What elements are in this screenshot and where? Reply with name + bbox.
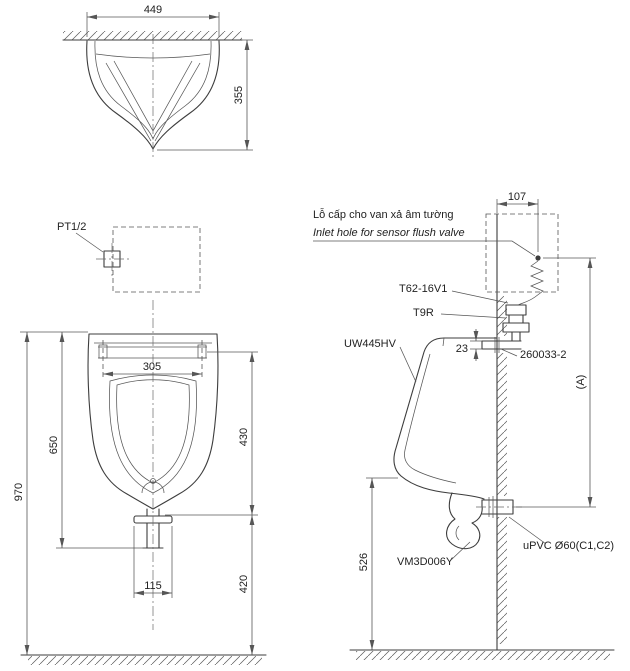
dimension-115: 115 bbox=[133, 526, 173, 598]
pt12-leader bbox=[75, 232, 104, 253]
dim-355-text: 355 bbox=[233, 86, 245, 104]
dimension-970: 970 bbox=[13, 331, 88, 655]
dim-420-text: 420 bbox=[238, 575, 250, 593]
side-view: Lỗ cấp cho van xả âm tường Inlet hole fo… bbox=[313, 191, 615, 660]
outlet-pipe bbox=[476, 496, 522, 518]
dim-115-text: 115 bbox=[144, 580, 162, 592]
dim-650-text: 650 bbox=[48, 436, 60, 454]
water-inlet-fitting bbox=[96, 243, 130, 277]
note-vietnamese: Lỗ cấp cho van xả âm tường bbox=[313, 208, 454, 221]
inlet-hole-dot bbox=[535, 255, 541, 261]
concealed-zone-box bbox=[112, 226, 201, 293]
dim-23-text: 23 bbox=[456, 343, 468, 355]
label-260033-2: 260033-2 bbox=[520, 349, 567, 361]
t62-leader bbox=[451, 290, 509, 304]
note-leader bbox=[313, 240, 536, 257]
dimension-430: 430 bbox=[165, 351, 258, 516]
floor-hatch bbox=[28, 656, 262, 665]
label-uw445hv: UW445HV bbox=[344, 338, 397, 350]
top-view: 449 355 bbox=[62, 4, 253, 158]
label-upvc: uPVC Ø60(C1,C2) bbox=[523, 540, 614, 552]
t9r-leader bbox=[440, 313, 507, 319]
dimension-A: (A) bbox=[516, 257, 596, 508]
fitting-leader bbox=[500, 348, 518, 357]
dim-A-text: (A) bbox=[575, 375, 587, 390]
dimension-23: 23 bbox=[456, 329, 482, 361]
dim-430-text: 430 bbox=[238, 428, 250, 446]
flush-valve-assembly bbox=[481, 260, 544, 353]
dimension-305: 305 bbox=[102, 340, 203, 378]
note-english: Inlet hole for sensor flush valve bbox=[313, 227, 465, 239]
dim-449-text: 449 bbox=[144, 4, 162, 16]
upvc-leader bbox=[508, 516, 547, 545]
dim-305-text: 305 bbox=[143, 361, 161, 373]
dimension-355: 355 bbox=[157, 39, 253, 151]
dimension-107: 107 bbox=[496, 191, 539, 252]
floor-hatch bbox=[356, 651, 610, 660]
dimension-526: 526 bbox=[358, 477, 398, 650]
dim-526-text: 526 bbox=[358, 553, 370, 571]
label-t9r: T9R bbox=[413, 307, 434, 319]
label-pt12: PT1/2 bbox=[57, 221, 86, 233]
inlet-zone-box bbox=[485, 213, 559, 293]
label-vm3d006y: VM3D006Y bbox=[397, 556, 454, 568]
front-view: PT1/2 305 bbox=[13, 221, 267, 665]
wall-hatch bbox=[63, 31, 242, 40]
urinal-side-outline bbox=[393, 337, 498, 500]
dim-107-text: 107 bbox=[508, 191, 526, 203]
supply-coil bbox=[530, 260, 544, 298]
model-leader bbox=[399, 346, 417, 383]
dimension-650: 650 bbox=[48, 332, 146, 549]
trap-leader bbox=[450, 541, 471, 561]
dimension-449: 449 bbox=[86, 4, 220, 37]
label-t62-16v1: T62-16V1 bbox=[399, 283, 447, 295]
dimension-420: 420 bbox=[238, 515, 255, 655]
wall-hatch bbox=[497, 296, 507, 644]
dim-970-text: 970 bbox=[13, 483, 25, 501]
trap-outline bbox=[446, 492, 483, 550]
